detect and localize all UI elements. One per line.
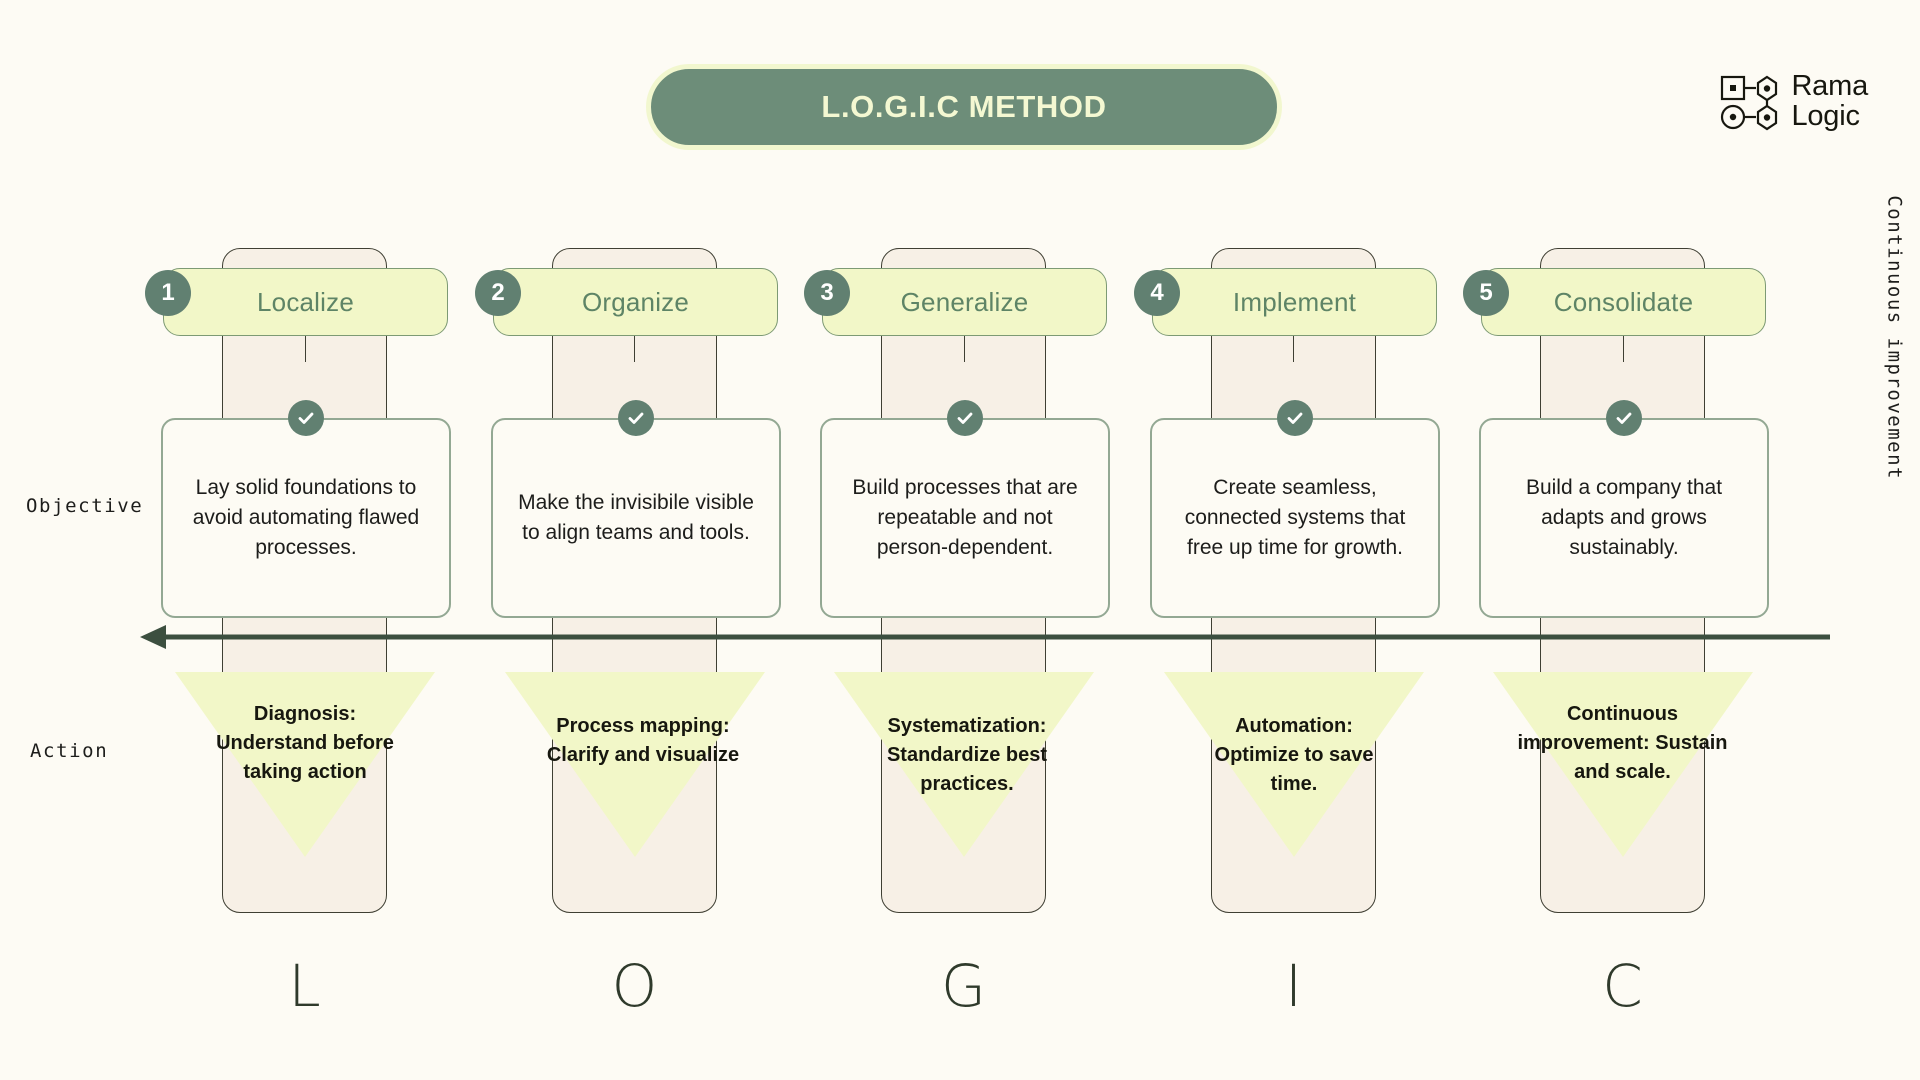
node-graph-icon	[1719, 73, 1781, 131]
action-funnel-5	[1493, 672, 1753, 857]
step-header-2[interactable]: Organize	[493, 268, 778, 336]
step-letter-5: C	[1602, 952, 1643, 1020]
objective-card-2: Make the invisibile visible to align tea…	[491, 418, 781, 618]
action-text-5: Continuous improvement: Sustain and scal…	[1517, 703, 1728, 783]
check-icon	[1277, 400, 1313, 436]
objective-card-5: Build a company that adapts and grows su…	[1479, 418, 1769, 618]
objective-card-4: Create seamless, connected systems that …	[1150, 418, 1440, 618]
logo-line-1: Rama	[1791, 70, 1868, 102]
check-icon	[1606, 400, 1642, 436]
step-name-1: Localize	[257, 286, 354, 317]
action-funnel-3	[834, 672, 1094, 857]
step-badge-5: 5	[1463, 270, 1509, 316]
objective-text-4: Create seamless, connected systems that …	[1184, 476, 1406, 559]
objective-text-1: Lay solid foundations to avoid automatin…	[192, 476, 420, 559]
action-text-4: Automation: Optimize to save time.	[1214, 715, 1374, 795]
brand-logo: Rama Logic	[1719, 70, 1868, 132]
step-badge-3: 3	[804, 270, 850, 316]
step-name-5: Consolidate	[1553, 286, 1694, 317]
title-banner: L.O.G.I.C METHOD	[646, 64, 1282, 150]
objective-text-5: Build a company that adapts and grows su…	[1525, 476, 1723, 559]
step-badge-2: 2	[475, 270, 521, 316]
step-letter-2: O	[611, 952, 658, 1020]
step-badge-4: 4	[1134, 270, 1180, 316]
page-title: L.O.G.I.C METHOD	[821, 89, 1107, 124]
logo-wordmark: Rama Logic	[1791, 70, 1868, 132]
step-header-3[interactable]: Generalize	[822, 268, 1107, 336]
objective-text-2: Make the invisibile visible to align tea…	[518, 491, 754, 544]
step-letter-3: G	[941, 952, 986, 1020]
objective-card-1: Lay solid foundations to avoid automatin…	[161, 418, 451, 618]
continuous-improvement-arrow	[140, 622, 1830, 652]
action-text-2: Process mapping: Clarify and visualize	[546, 715, 740, 766]
step-name-2: Organize	[581, 286, 690, 317]
action-text-1: Diagnosis: Understand before taking acti…	[216, 703, 394, 783]
step-badge-1: 1	[145, 270, 191, 316]
action-funnel-1	[175, 672, 435, 857]
logo-line-2: Logic	[1791, 99, 1860, 132]
step-header-1[interactable]: Localize	[163, 268, 448, 336]
action-funnel-2	[505, 672, 765, 857]
step-header-5[interactable]: Consolidate	[1481, 268, 1766, 336]
action-text-3: Systematization: Standardize best practi…	[886, 715, 1048, 795]
step-name-3: Generalize	[900, 286, 1029, 317]
check-icon	[288, 400, 324, 436]
check-icon	[947, 400, 983, 436]
row-label-objective: Objective	[26, 495, 144, 517]
step-name-4: Implement	[1232, 286, 1357, 317]
check-icon	[618, 400, 654, 436]
action-funnel-4	[1164, 672, 1424, 857]
step-letter-4: I	[1284, 952, 1303, 1020]
step-letter-1: L	[288, 952, 321, 1020]
row-label-action: Action	[30, 740, 109, 762]
step-header-4[interactable]: Implement	[1152, 268, 1437, 336]
objective-text-3: Build processes that are repeatable and …	[852, 476, 1078, 559]
objective-card-3: Build processes that are repeatable and …	[820, 418, 1110, 618]
continuous-improvement-label: Continuous improvement	[1884, 195, 1906, 480]
